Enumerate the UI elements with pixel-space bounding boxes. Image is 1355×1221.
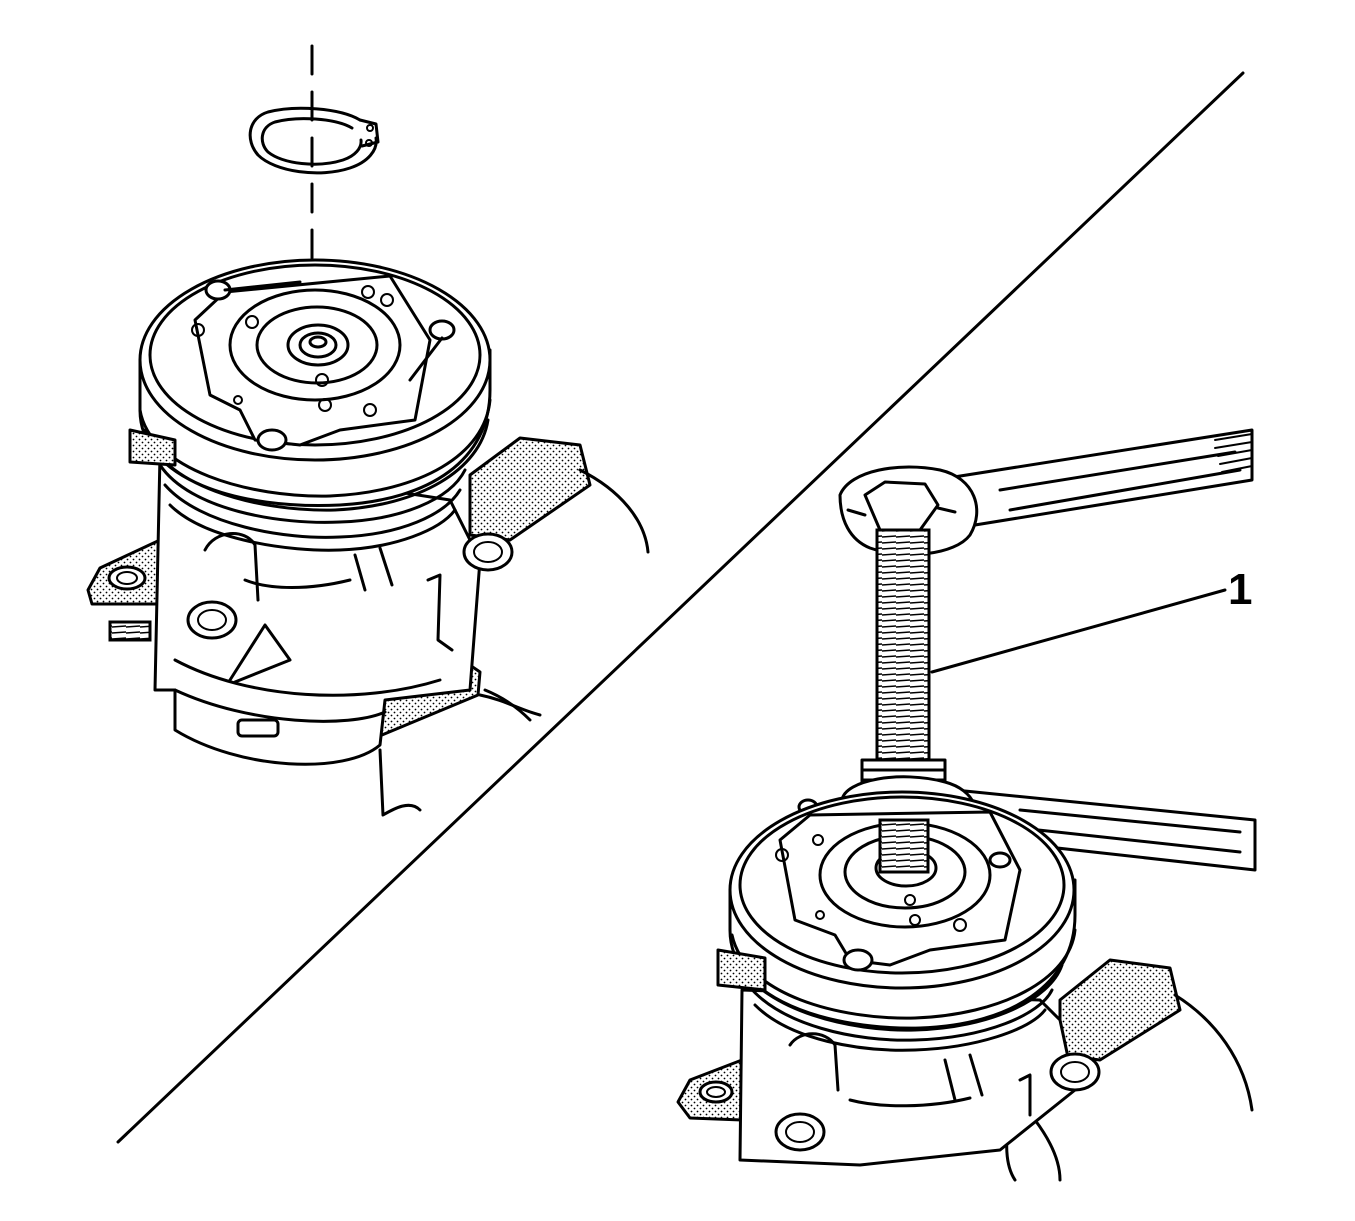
right-view: 1 — [676, 428, 1257, 1182]
wrench-icon-upper — [838, 428, 1254, 556]
callout-1-label: 1 — [1228, 565, 1252, 614]
armature-plate-left — [191, 274, 456, 452]
mounting-bracket-right-view — [1005, 958, 1254, 1182]
snap-ring-icon — [248, 106, 380, 175]
left-view — [86, 44, 650, 817]
mounting-ear-left — [86, 538, 174, 642]
compressor-icon-right-view — [738, 988, 1101, 1167]
panel-divider-line — [116, 71, 1245, 1144]
callout-1-leader — [930, 588, 1227, 674]
compressor-icon — [153, 453, 532, 766]
